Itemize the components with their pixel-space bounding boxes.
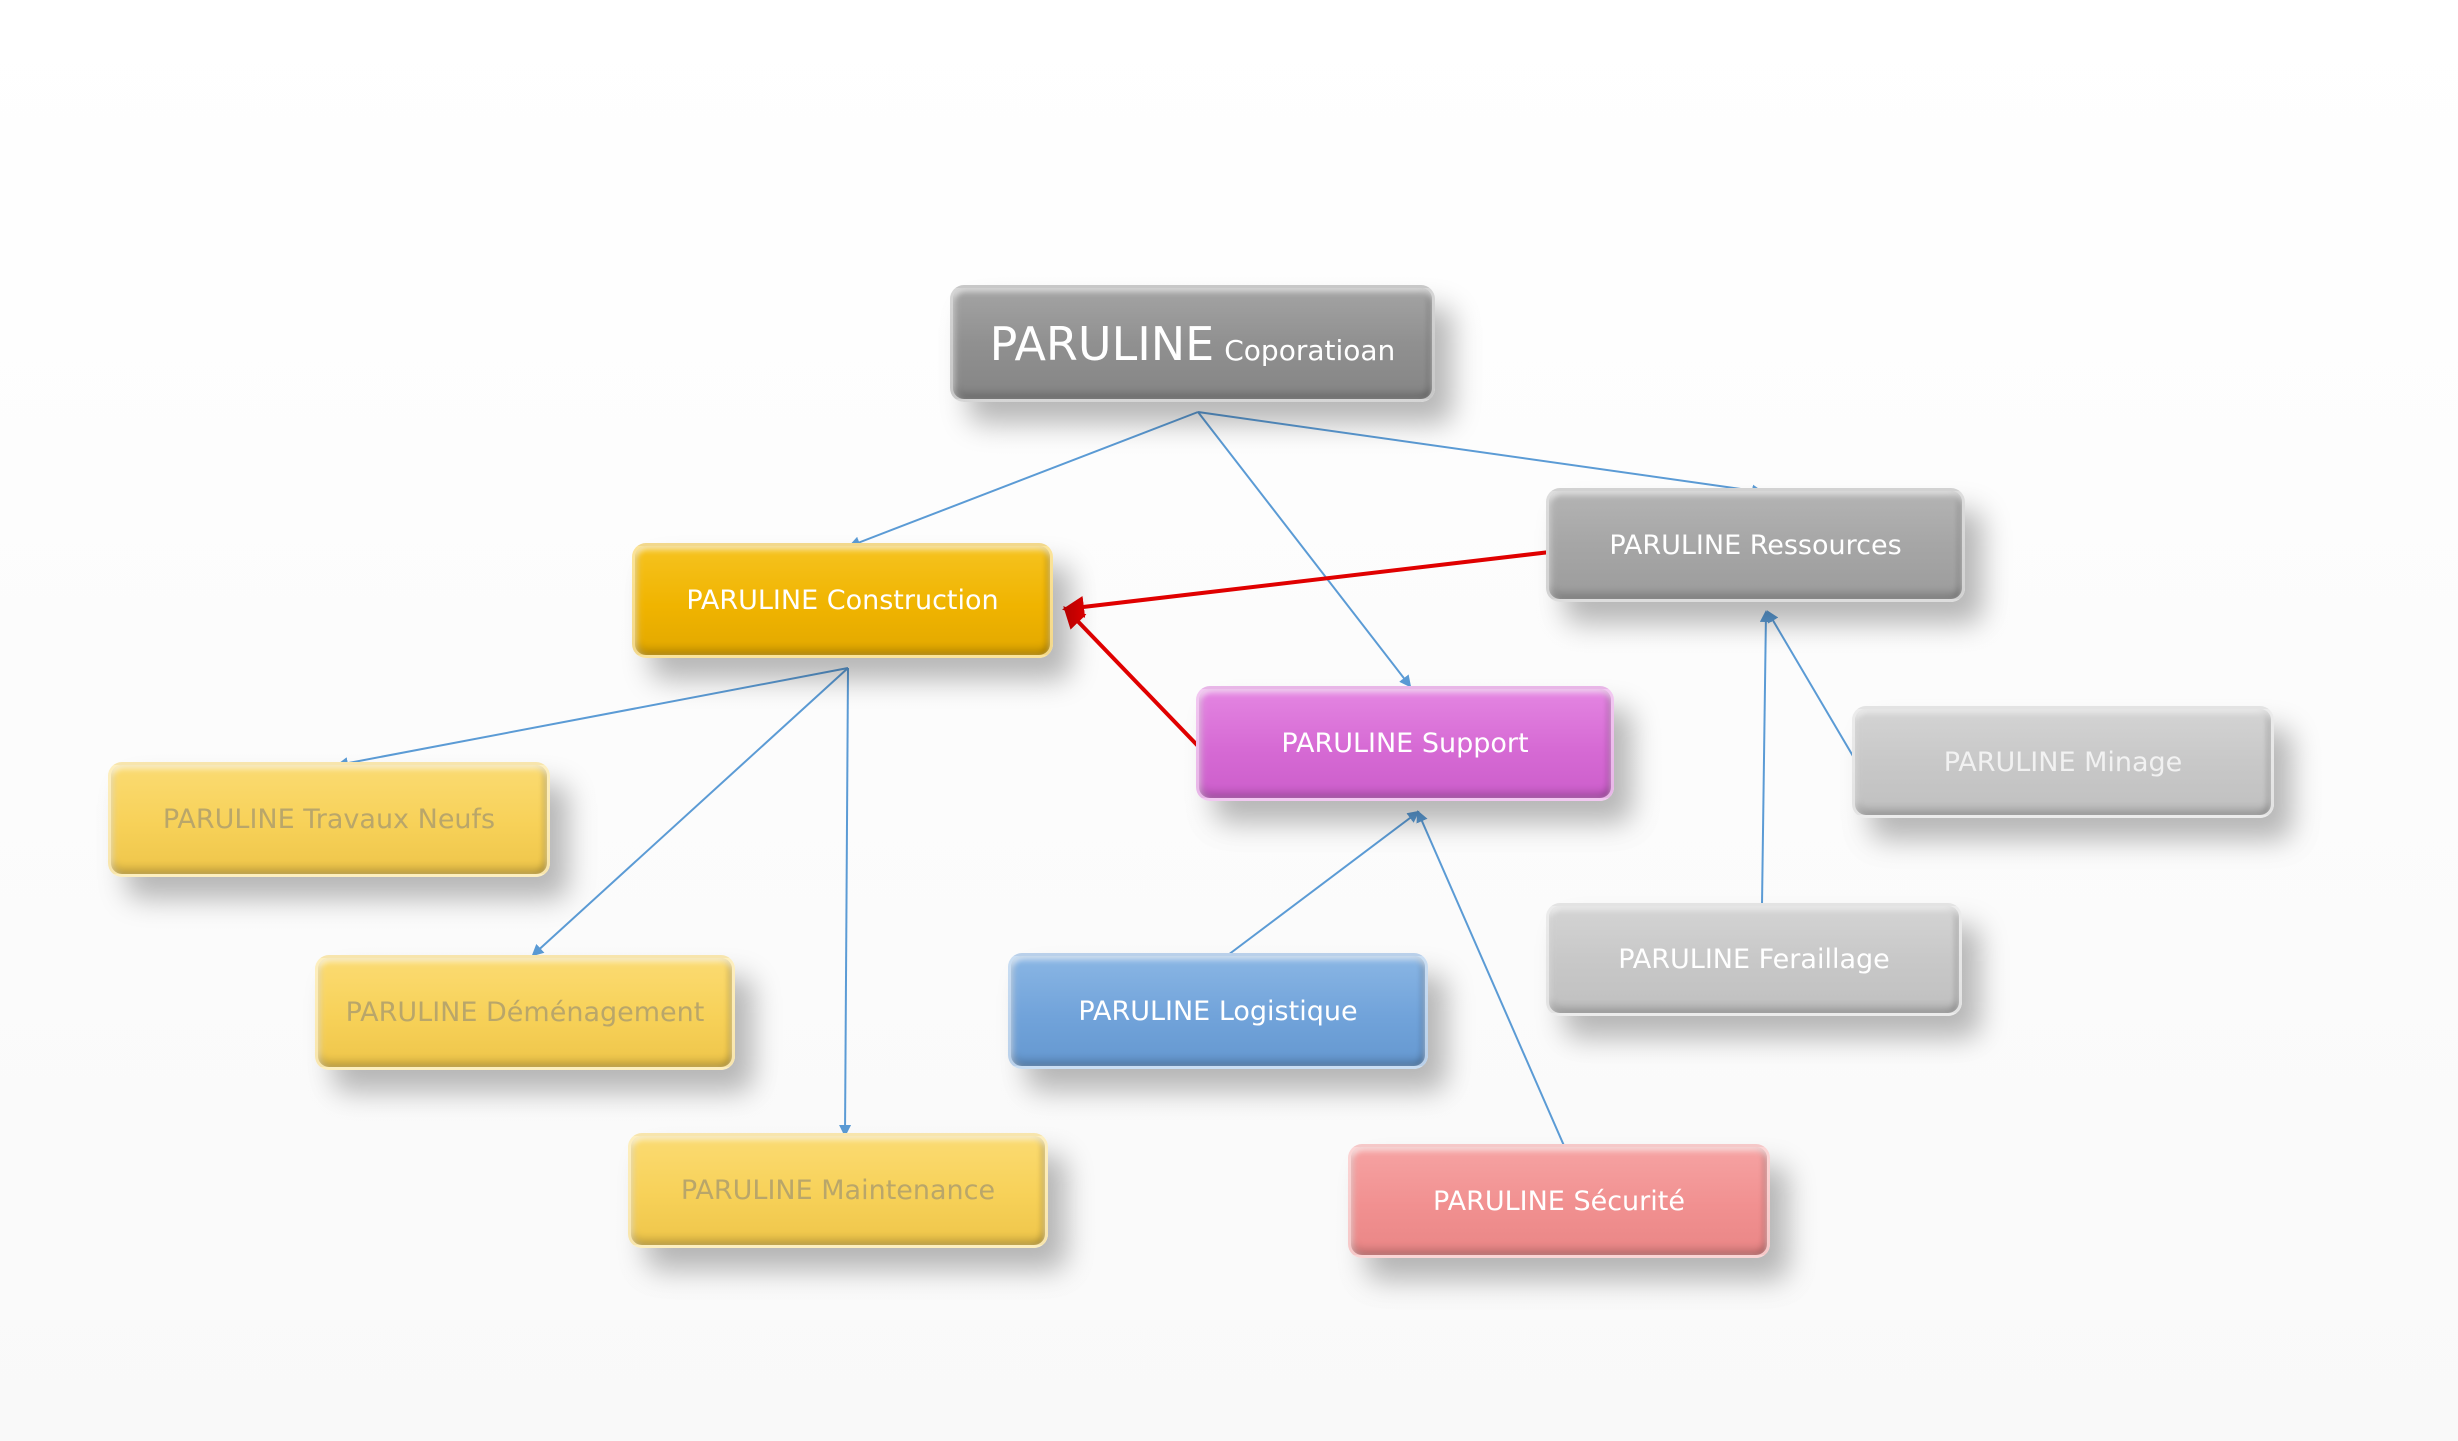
node-construction-label: PARULINE Construction <box>686 585 999 616</box>
node-ressources-label: PARULINE Ressources <box>1609 529 1902 561</box>
node-travaux-neufs-label: PARULINE Travaux Neufs <box>162 804 496 835</box>
node-travaux-neufs: PARULINE Travaux Neufs <box>108 762 550 877</box>
node-support: PARULINE Support <box>1196 686 1614 801</box>
node-demenagement-label: PARULINE Déménagement <box>345 997 705 1028</box>
node-minage: PARULINE Minage <box>1852 706 2274 818</box>
connector-logistique-support <box>1227 810 1420 956</box>
connector-feraillage-ressources <box>1759 610 1772 906</box>
node-root: PARULINE Coporatioan <box>950 285 1435 402</box>
connector-root-support <box>1197 411 1412 688</box>
root-title: PARULINE <box>989 316 1215 371</box>
connector-ressources-construction <box>1062 550 1551 618</box>
node-support-label: PARULINE Support <box>1281 728 1529 759</box>
connector-root-construction <box>848 411 1199 549</box>
connector-minage-ressources <box>1766 610 1861 769</box>
node-maintenance-label: PARULINE Maintenance <box>680 1175 996 1206</box>
node-feraillage: PARULINE Feraillage <box>1546 903 1962 1016</box>
connector-construction-maintenance <box>839 667 852 1137</box>
node-logistique: PARULINE Logistique <box>1008 953 1428 1069</box>
node-securite-label: PARULINE Sécurité <box>1433 1185 1685 1217</box>
node-construction: PARULINE Construction <box>632 543 1053 658</box>
connector-construction-demenagement <box>531 667 849 957</box>
node-maintenance: PARULINE Maintenance <box>628 1133 1048 1248</box>
node-logistique-label: PARULINE Logistique <box>1078 995 1358 1027</box>
connector-construction-travaux-neufs <box>336 667 849 770</box>
connector-root-ressources <box>1197 411 1764 497</box>
connector-securite-support <box>1416 810 1566 1149</box>
node-securite: PARULINE Sécurité <box>1348 1144 1770 1258</box>
connector-support-construction <box>1063 606 1200 748</box>
node-feraillage-label: PARULINE Feraillage <box>1618 944 1890 975</box>
root-subtitle: Coporatioan <box>1224 333 1396 367</box>
node-demenagement: PARULINE Déménagement <box>315 955 735 1070</box>
node-ressources: PARULINE Ressources <box>1546 488 1965 602</box>
node-minage-label: PARULINE Minage <box>1943 746 2183 778</box>
